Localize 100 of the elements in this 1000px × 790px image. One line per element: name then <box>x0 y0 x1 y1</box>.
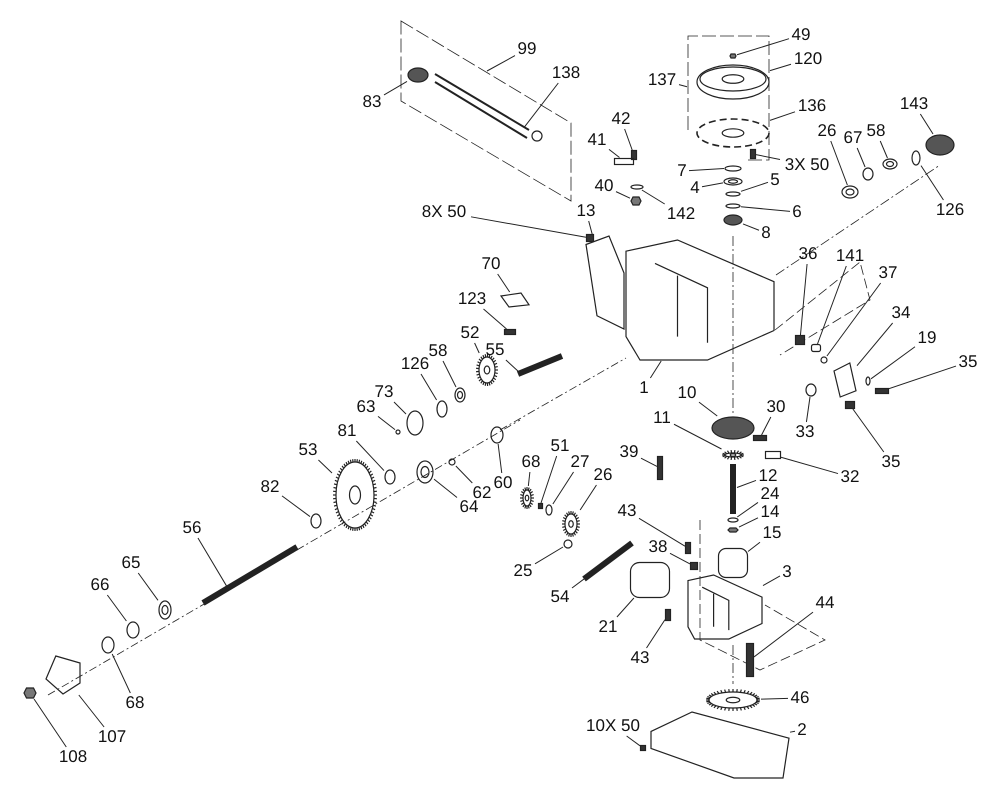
callout-number: 108 <box>58 747 88 767</box>
leader-line <box>624 128 633 150</box>
leader-line <box>616 598 634 618</box>
callout-number: 136 <box>798 96 826 116</box>
leader-line <box>318 460 332 474</box>
pin-drawing <box>538 503 542 509</box>
wheel-hub-drawing <box>45 655 81 695</box>
callout-number: 126 <box>936 200 964 220</box>
nut-drawing <box>630 196 642 206</box>
leader-line <box>702 182 724 188</box>
callout-number: 24 <box>760 484 780 504</box>
leader-line <box>770 64 792 72</box>
leader-line <box>474 342 480 354</box>
leader-line <box>616 191 630 199</box>
leader-line <box>698 402 718 416</box>
callout-number: 41 <box>588 130 606 150</box>
callout-number: 58 <box>428 341 448 361</box>
ring-drawing <box>490 426 504 444</box>
leader-line <box>138 572 158 601</box>
callout-number: 19 <box>918 328 936 348</box>
leader-line <box>505 360 521 374</box>
lever-drawing <box>614 158 634 164</box>
callout-number: 120 <box>794 49 822 69</box>
callout-number: 39 <box>620 442 638 462</box>
leader-line <box>608 148 620 158</box>
callout-number: 21 <box>598 617 618 637</box>
cap-drawing <box>925 134 955 156</box>
cap-drawing <box>711 416 755 440</box>
pin-drawing <box>665 609 671 621</box>
callout-number: 73 <box>374 382 394 401</box>
leader-line <box>678 84 688 88</box>
bearing-drawing <box>882 158 898 170</box>
ring-drawing <box>725 191 741 197</box>
leader-line <box>670 552 690 564</box>
leader-line <box>800 264 808 336</box>
bolt-drawing <box>750 149 756 159</box>
leader-line <box>740 182 768 192</box>
callout-number: 40 <box>594 176 614 196</box>
callout-number: 143 <box>900 94 928 114</box>
gear-drawing <box>519 486 535 510</box>
bracket-drawing <box>500 292 530 308</box>
gear-drawing <box>332 458 378 532</box>
callout-number: 27 <box>570 452 590 472</box>
leader-line <box>742 223 760 231</box>
cap-drawing <box>407 67 429 83</box>
callout-number: 38 <box>648 537 668 557</box>
leader-line <box>34 698 67 748</box>
callout-number: 107 <box>98 727 126 747</box>
leader-line <box>552 472 574 504</box>
bearing-drawing <box>158 600 172 620</box>
leader-line <box>534 546 564 564</box>
ring-drawing <box>865 376 871 386</box>
leader-line <box>528 472 530 486</box>
leader-line <box>572 576 587 588</box>
leader-line <box>856 148 866 168</box>
callout-number: 83 <box>362 92 382 112</box>
leader-line <box>394 402 406 414</box>
leader-line <box>736 502 758 518</box>
callout-number: 63 <box>356 397 376 417</box>
bolt-drawing <box>504 329 516 335</box>
gasket-drawing <box>585 234 625 330</box>
callout-number: 11 <box>653 408 671 428</box>
leader-line <box>830 140 848 186</box>
leader-line <box>641 190 666 204</box>
gear-drawing <box>705 688 761 712</box>
callout-number: 52 <box>460 323 480 343</box>
callout-number: 68 <box>522 452 540 472</box>
callout-number: 99 <box>518 39 536 59</box>
nut-drawing <box>729 53 737 59</box>
callout-number: 26 <box>594 465 612 485</box>
callout-number: 5 <box>770 170 780 190</box>
callout-number: 35 <box>958 352 978 372</box>
callout-number: 4 <box>690 178 700 198</box>
lever-drawing <box>765 451 781 459</box>
ring-drawing <box>911 150 921 166</box>
ring-drawing <box>725 203 741 209</box>
leader-line <box>748 542 760 552</box>
callout-number: 43 <box>618 501 636 521</box>
leader-line <box>856 322 894 366</box>
leader-line <box>420 374 438 400</box>
ring-drawing <box>630 184 644 190</box>
pin-drawing <box>657 456 663 480</box>
leader-line <box>880 140 888 158</box>
gear-drawing <box>721 449 745 461</box>
leader-line <box>888 366 956 390</box>
ring-drawing <box>310 513 322 529</box>
shaft-drawing <box>581 540 635 582</box>
callout-number: 53 <box>298 440 318 460</box>
leader-line <box>754 612 814 658</box>
leader-line <box>588 220 593 235</box>
callout-number: 8 <box>761 223 771 243</box>
callout-number: 3 <box>782 562 792 582</box>
callout-number: 67 <box>844 128 862 148</box>
leader-line <box>78 694 105 728</box>
leader-line <box>852 408 884 452</box>
leader-line <box>524 82 559 128</box>
nut-drawing <box>727 527 739 533</box>
leader-line <box>762 575 780 586</box>
callout-number: 26 <box>818 121 836 141</box>
callout-number: 60 <box>494 473 512 493</box>
